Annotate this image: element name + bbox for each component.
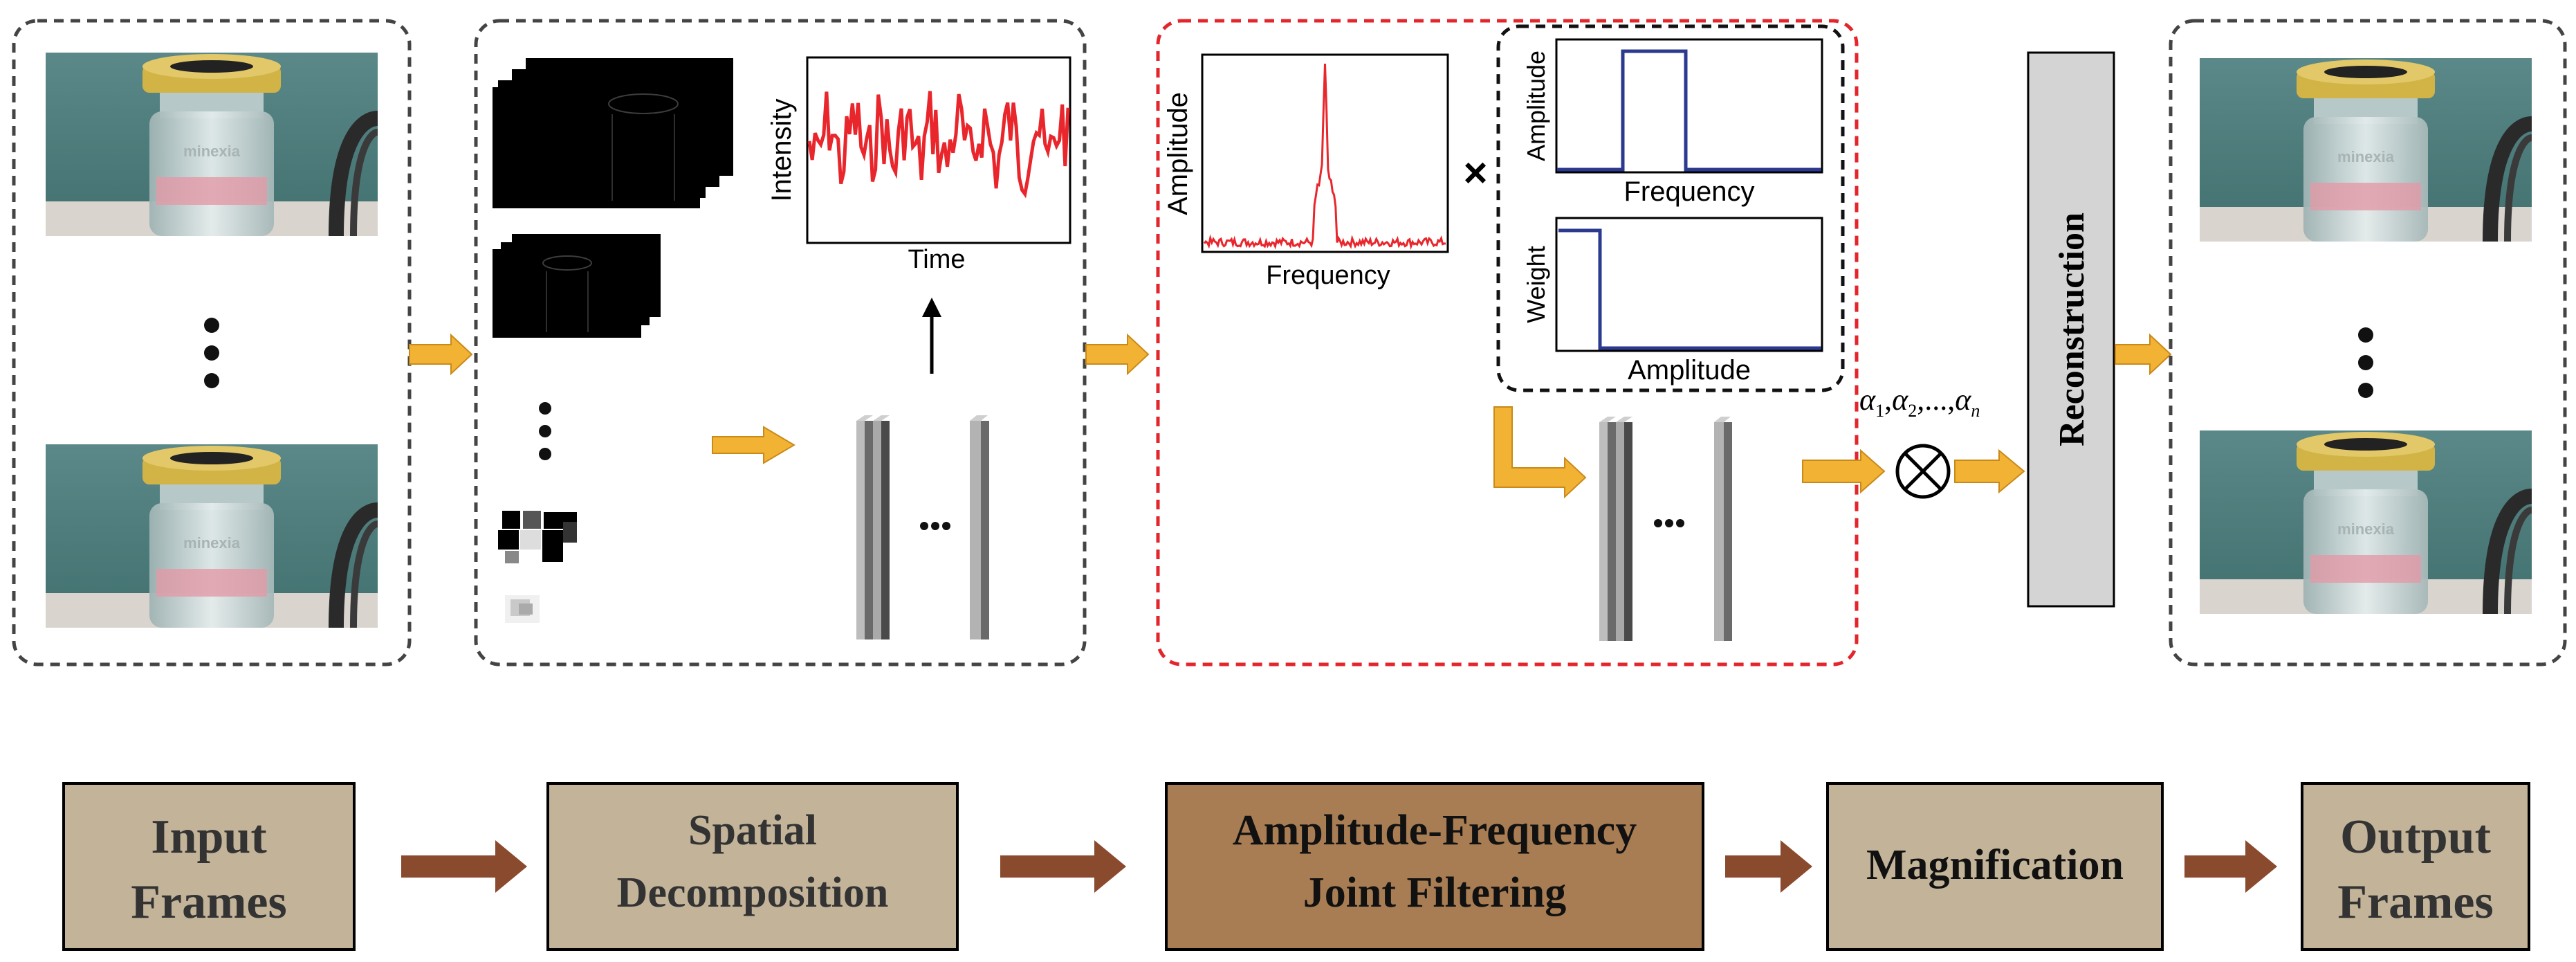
output-frames-panel [2169, 19, 2567, 666]
weight-xlabel: Amplitude [1628, 355, 1751, 385]
pipeline-arrow [1000, 840, 1126, 893]
alpha-n-sub: n [1971, 401, 1980, 421]
weight-signal [1558, 228, 1821, 350]
pipeline-arrow [401, 840, 527, 893]
input-frame-first [46, 53, 378, 236]
filter-subpanel [1496, 24, 1845, 392]
pyramid-level-smallest [505, 595, 540, 623]
filtered-coefficient-bars [1599, 417, 1732, 641]
flow-arrow [2115, 333, 2172, 376]
pyramid-level-1-stack [493, 58, 733, 208]
step-label-line1: Spatial [688, 807, 817, 854]
alpha-1-symbol: α [1859, 383, 1876, 417]
step-label-line1: Output [2340, 810, 2491, 864]
pipeline-step-joint-filtering: Amplitude-Frequency Joint Filtering [1165, 782, 1704, 951]
intensity-plot: Intensity Time [766, 56, 1071, 274]
intensity-ylabel: Intensity [766, 99, 797, 202]
pyramid-level-small [497, 507, 580, 565]
alpha-2-sub: 2 [1908, 401, 1917, 421]
alpha-separator: ,..., [1917, 383, 1955, 417]
frequency-filter-plot: Amplitude Frequency [1522, 38, 1823, 207]
intensity-xlabel: Time [908, 245, 965, 274]
spectrum-xlabel: Frequency [1266, 261, 1390, 290]
bandpass-signal [1557, 49, 1821, 172]
pipeline-step-input-frames: Input Frames [62, 782, 356, 951]
frequency-filter-ylabel: Amplitude [1522, 51, 1550, 161]
spatial-decomposition-panel [474, 19, 1087, 666]
alpha-n-symbol: α [1955, 383, 1971, 417]
pipeline-step-spatial-decomposition: Spatial Decomposition [546, 782, 959, 951]
step-label-line1: Input [151, 810, 266, 864]
pipeline-arrow [2184, 840, 2277, 893]
bend-arrow [1493, 406, 1587, 499]
input-frames-panel [12, 19, 412, 666]
weight-ylabel: Weight [1522, 246, 1550, 323]
step-label-line2: Joint Filtering [1303, 869, 1567, 916]
svg-text:α1,α2,...,αn: α1,α2,...,αn [1859, 383, 1980, 421]
pyramid-level-2-stack [493, 234, 661, 338]
flow-arrow [712, 426, 795, 464]
step-label-line2: Decomposition [617, 869, 889, 916]
flow-arrow [1802, 448, 1886, 494]
step-label-line2: Frames [131, 875, 286, 929]
frequency-filter-xlabel: Frequency [1624, 176, 1755, 207]
coefficient-bars [856, 415, 989, 639]
flow-arrow [1085, 333, 1150, 376]
intensity-signal [807, 91, 1070, 199]
up-arrow [922, 298, 941, 374]
joint-filtering-panel [1156, 19, 1859, 666]
spectrum-ylabel: Amplitude [1163, 92, 1193, 215]
flow-arrow [409, 333, 473, 376]
ellipsis-dots [2358, 327, 2373, 398]
step-label-line1: Magnification [1866, 842, 2124, 889]
multiply-operator [1895, 444, 1951, 499]
ellipsis-dots [204, 318, 219, 388]
spectrum-signal [1203, 63, 1446, 251]
reconstruction-label: Reconstruction [2052, 212, 2092, 446]
output-frame-first [2200, 58, 2532, 242]
weight-plot: Weight Amplitude [1522, 217, 1823, 385]
pipeline-step-output-frames: Output Frames [2301, 782, 2530, 951]
reconstruction-block: Reconstruction [2027, 51, 2115, 608]
alpha-2-symbol: α [1892, 383, 1908, 417]
input-frame-last [46, 444, 378, 628]
step-label-line2: Frames [2337, 875, 2493, 929]
output-frame-last [2200, 430, 2532, 614]
alpha-1-sub: 1 [1875, 401, 1884, 421]
step-label-line1: Amplitude-Frequency [1233, 807, 1637, 854]
alpha-coefficients: α1,α2,...,αn [1859, 383, 1980, 421]
flow-arrow [1954, 448, 2025, 494]
pipeline-step-magnification: Magnification [1826, 782, 2164, 951]
ellipsis-dots [539, 402, 551, 460]
times-symbol: × [1463, 149, 1487, 196]
pipeline-arrow [1725, 840, 1812, 893]
spectrum-plot: Amplitude Frequency [1163, 53, 1449, 290]
